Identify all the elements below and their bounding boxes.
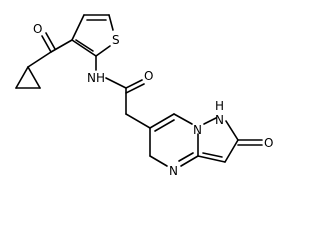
pyrazole-c2-c3 <box>224 139 239 163</box>
pyrazole-n2-hydrogen-label: H <box>215 99 224 113</box>
pyrimidine-n4-c5 <box>149 155 168 167</box>
thiophene-c3-c4 <box>71 14 85 41</box>
structure-drawing: O S NH O N H N N O <box>15 14 273 178</box>
carbonyl-thiophene-bond <box>50 39 73 53</box>
ketone-double-bond-a <box>41 35 52 53</box>
cyclopropane-bond-2 <box>27 66 41 89</box>
pyrimidine-c6-c7-b <box>154 119 175 132</box>
pyrazole-c3-c3a-a <box>197 155 226 163</box>
cyclopropane-bond-1 <box>15 66 29 89</box>
molecule-diagram: O S NH O N H N N O <box>15 14 274 178</box>
ketone-oxygen-label: O <box>33 22 42 36</box>
bridge-nitrogen-label: N <box>193 123 202 137</box>
oxo-oxygen-label: O <box>264 136 273 150</box>
pyrimidine-nitrogen-label: N <box>169 164 178 178</box>
nh-amide-carbon-bond <box>105 77 127 89</box>
amide-double-bond-a <box>125 79 143 89</box>
thiophene-s-c2 <box>95 45 111 57</box>
pyrimidine-c3a-n4-a <box>180 155 199 167</box>
amide-oxygen-label: O <box>144 69 153 83</box>
ch2-ring-bond <box>125 113 151 129</box>
pyrimidine-c7-n1 <box>173 113 193 125</box>
thiophene-c2-c3-b <box>75 39 94 52</box>
cyclopropyl-carbonyl-bond <box>27 51 52 68</box>
pyrimidine-c6-c7-a <box>149 113 175 129</box>
amide-double-bond-b <box>125 83 145 94</box>
pyrazole-n2-c2 <box>225 120 239 141</box>
thiophene-c5-s <box>108 14 114 31</box>
pyrazole-n2-label: N <box>215 113 224 127</box>
amide-nitrogen-label: NH <box>87 71 105 85</box>
pyrimidine-c3a-n4-b <box>178 152 194 162</box>
thiophene-c2-c3-a <box>71 39 97 57</box>
thiophene-sulfur-label: S <box>112 33 120 47</box>
pyrazole-c3-c3a-b <box>202 152 223 158</box>
ketone-double-bond-b <box>45 32 56 50</box>
pyrazole-n1-n2 <box>203 117 217 125</box>
